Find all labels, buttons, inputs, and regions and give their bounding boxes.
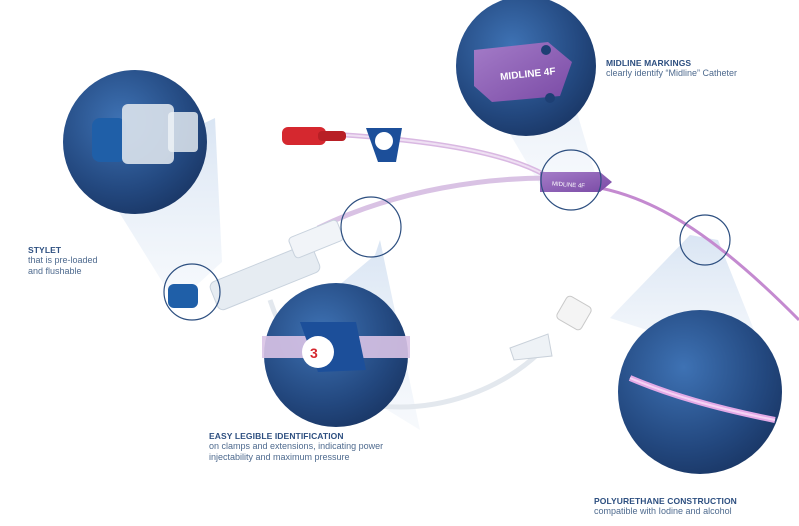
hub-label-small: MIDLINE 4F [552,181,586,189]
stylet-detail-circle [63,70,207,214]
callout-title: POLYURETHANE CONSTRUCTION [594,496,737,506]
callout-description-line-1: that is pre-loaded [28,255,98,266]
callout-description-line-2: and flushable [28,265,82,276]
connector-body [209,219,344,311]
callout-title: STYLET [28,245,62,255]
callout-description: compatible with Iodine and alcohol [594,506,732,517]
callout-description: clearly identify “Midline” Catheter [606,68,738,79]
callout-polyurethane-construction: POLYURETHANE CONSTRUCTION compatible wit… [594,496,799,517]
polyurethane-detail-circle [618,310,782,474]
ring-markers [163,149,731,321]
stylet-blue-cap [168,284,198,308]
upper-clamp [366,128,402,162]
clear-hub [509,295,592,361]
callout-midline-markings: MIDLINE MARKINGS clearly identify “Midli… [606,58,796,79]
clamp-detail-circle: 3 [262,283,410,427]
red-luer-cap [282,127,346,145]
callout-easy-legible-identification: EASY LEGIBLE IDENTIFICATION on clamps an… [209,431,469,462]
callout-description-line-1: on clamps and extensions, indicating pow… [209,441,384,452]
callout-title: MIDLINE MARKINGS [606,58,692,68]
callout-description-line-2: injectability and maximum pressure [209,451,350,462]
midline-hub: MIDLINE 4F [540,172,612,192]
callout-title: EASY LEGIBLE IDENTIFICATION [209,431,344,441]
midline-detail-circle: MIDLINE 4F [456,0,596,136]
clamp-badge-number: 3 [310,345,318,361]
callout-stylet: STYLET that is pre-loaded and flushable [28,245,148,276]
